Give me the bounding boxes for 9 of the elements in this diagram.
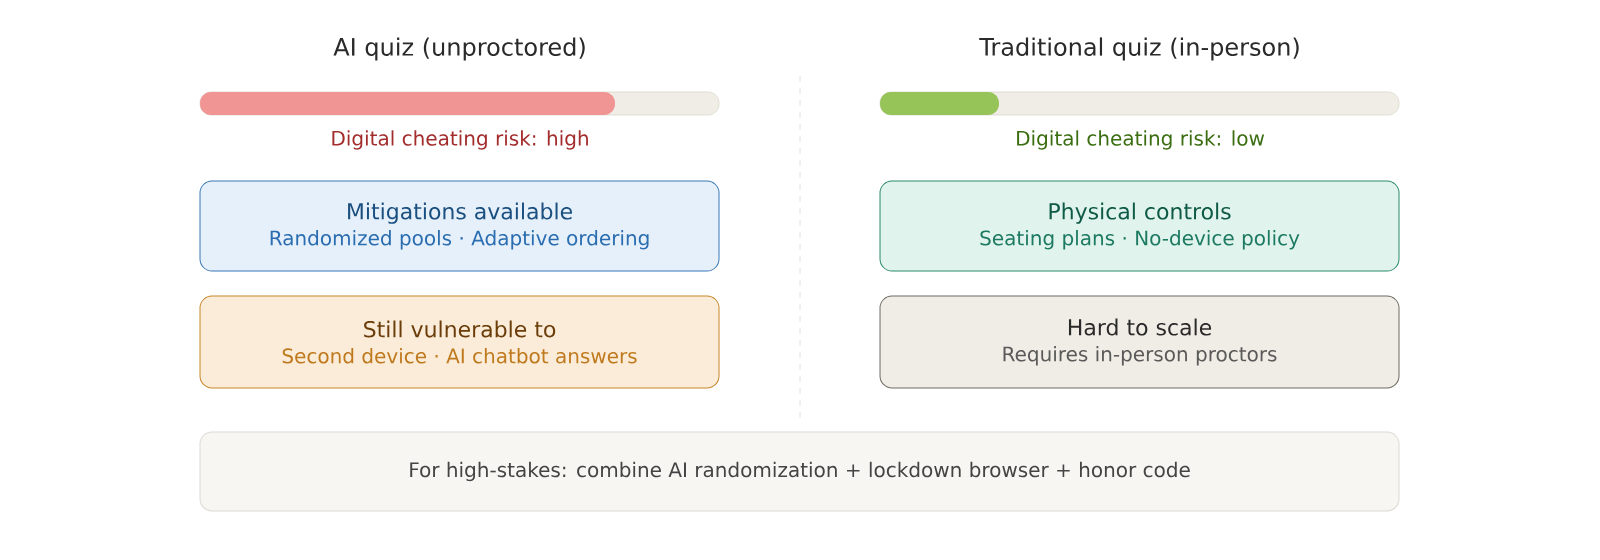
info-card: Physical controls Seating plans · No-device policy [879, 180, 1400, 272]
column-heading: AI quiz (unproctored) [333, 37, 585, 61]
column-heading: Traditional quiz (in-person) [979, 37, 1299, 61]
info-card: Hard to scale Requires in-person proctors [879, 295, 1400, 389]
risk-label: Digital cheating risk: high [332, 130, 588, 150]
info-card: Still vulnerable to Second device · AI chatbot answers [199, 295, 720, 389]
banner: For high-stakes: combine AI randomization + lockdown browser + honor code [199, 431, 1400, 512]
risk-label: Digital cheating risk: low [1017, 130, 1265, 150]
info-card: Mitigations available Randomized pools · Adaptive ordering [199, 180, 720, 272]
